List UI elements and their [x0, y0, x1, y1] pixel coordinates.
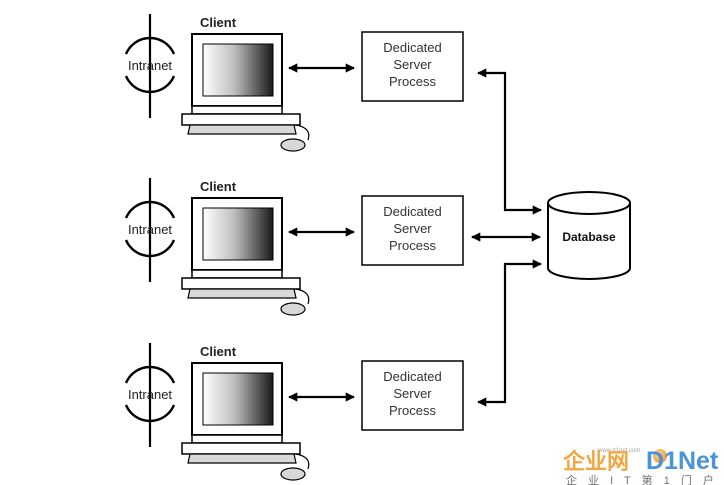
mouse-icon — [280, 138, 306, 152]
server-process-label-line-1: Dedicated — [383, 369, 442, 384]
server-process-label-line-3: Process — [389, 403, 436, 418]
intranet-label: Intranet — [128, 222, 172, 237]
watermark-brand-text: D1Net — [646, 447, 719, 475]
watermark-orb-icon — [653, 449, 667, 463]
database-cylinder: Database — [547, 191, 631, 280]
server-process-label-line-1: Dedicated — [383, 40, 442, 55]
client-label: Client — [200, 179, 237, 194]
server-to-database-connectors — [471, 68, 542, 407]
server-process-label-line-3: Process — [389, 74, 436, 89]
client-computer-icon — [181, 362, 310, 481]
database-label: Database — [562, 230, 616, 244]
client-computer-icon — [181, 197, 310, 316]
intranet-icon: Intranet — [124, 343, 176, 447]
server-process-label-line-2: Server — [393, 57, 432, 72]
intranet-label: Intranet — [128, 58, 172, 73]
mouse-icon — [280, 467, 306, 481]
mouse-icon — [280, 302, 306, 316]
intranet-label: Intranet — [128, 387, 172, 402]
server-process-label-line-2: Server — [393, 386, 432, 401]
client-label: Client — [200, 15, 237, 30]
watermark-small-text: www.d1net.com — [597, 448, 640, 454]
intranet-icon: Intranet — [124, 14, 176, 118]
server-process-label-line-2: Server — [393, 221, 432, 236]
watermark-chinese-text: 企业网 — [562, 449, 629, 474]
client-label: Client — [200, 344, 237, 359]
intranet-icon: Intranet — [124, 178, 176, 282]
server-process-label-line-1: Dedicated — [383, 204, 442, 219]
watermark: www.d1net.com 企业网 D1Net 企 业 I T 第 1 门 户 — [562, 447, 719, 485]
watermark-subtitle-text: 企 业 I T 第 1 门 户 — [566, 473, 718, 485]
server-process-label-line-3: Process — [389, 238, 436, 253]
client-computer-icon — [181, 33, 310, 152]
